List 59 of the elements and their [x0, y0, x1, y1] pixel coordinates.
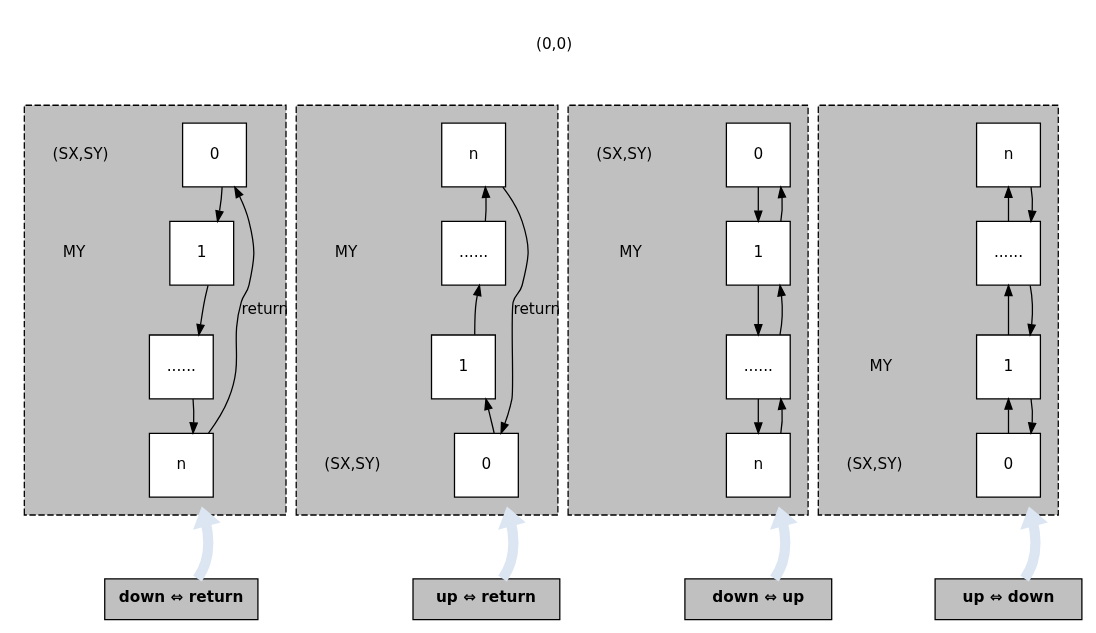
label: (SX,SY) [846, 455, 903, 474]
arrow [1004, 185, 1013, 222]
label: MY [334, 243, 358, 262]
node-box: n [975, 122, 1042, 188]
arrow [484, 397, 495, 434]
node-box: ...... [725, 334, 791, 400]
arrow [196, 284, 209, 337]
node-box: ...... [975, 220, 1042, 286]
label: (SX,SY) [596, 144, 653, 163]
cluster [295, 104, 559, 516]
node-box: down ⇔ return [104, 578, 259, 621]
arrow [777, 185, 787, 222]
cluster [567, 104, 809, 516]
arrow [215, 186, 224, 224]
label: MY [62, 243, 86, 262]
node-box: 1 [169, 220, 235, 286]
node-box: 0 [725, 122, 791, 188]
label: MY [619, 243, 642, 262]
node-box: n [441, 122, 507, 188]
label: (0,0) [535, 35, 573, 54]
arrow [753, 398, 763, 436]
arrow [1027, 398, 1037, 436]
arrow [207, 185, 255, 434]
node-box: up ⇔ down [934, 578, 1083, 621]
node-box: 1 [725, 220, 791, 286]
arrow [498, 506, 526, 582]
arrow [777, 283, 786, 336]
node-box: ...... [148, 334, 214, 400]
arrow [481, 185, 491, 222]
arrow [193, 506, 221, 582]
edge-label: return [513, 300, 561, 319]
cluster [817, 104, 1059, 516]
node-box: 0 [975, 432, 1042, 498]
node-box: up ⇔ return [412, 578, 561, 621]
node-box: 0 [453, 432, 519, 498]
arrow [189, 398, 199, 436]
arrow [1027, 284, 1037, 337]
label: (SX,SY) [52, 144, 109, 163]
label: MY [869, 356, 893, 375]
arrow [1020, 506, 1048, 582]
node-box: 0 [181, 122, 248, 188]
label: (SX,SY) [324, 455, 381, 474]
node-box: n [725, 432, 791, 498]
arrow [1004, 397, 1013, 434]
arrow [500, 186, 529, 435]
edge-label: return [241, 300, 289, 319]
cluster [23, 104, 287, 516]
node-box: ...... [441, 220, 507, 286]
arrow [753, 284, 763, 337]
arrow [1027, 186, 1037, 224]
node-box: n [148, 432, 214, 498]
arrow [770, 506, 798, 582]
node-box: 1 [975, 334, 1042, 400]
arrow [753, 186, 763, 224]
node-box: down ⇔ up [684, 578, 833, 621]
arrow [1004, 283, 1013, 336]
arrow [472, 283, 482, 336]
node-box: 1 [430, 334, 496, 400]
arrow [777, 397, 787, 434]
